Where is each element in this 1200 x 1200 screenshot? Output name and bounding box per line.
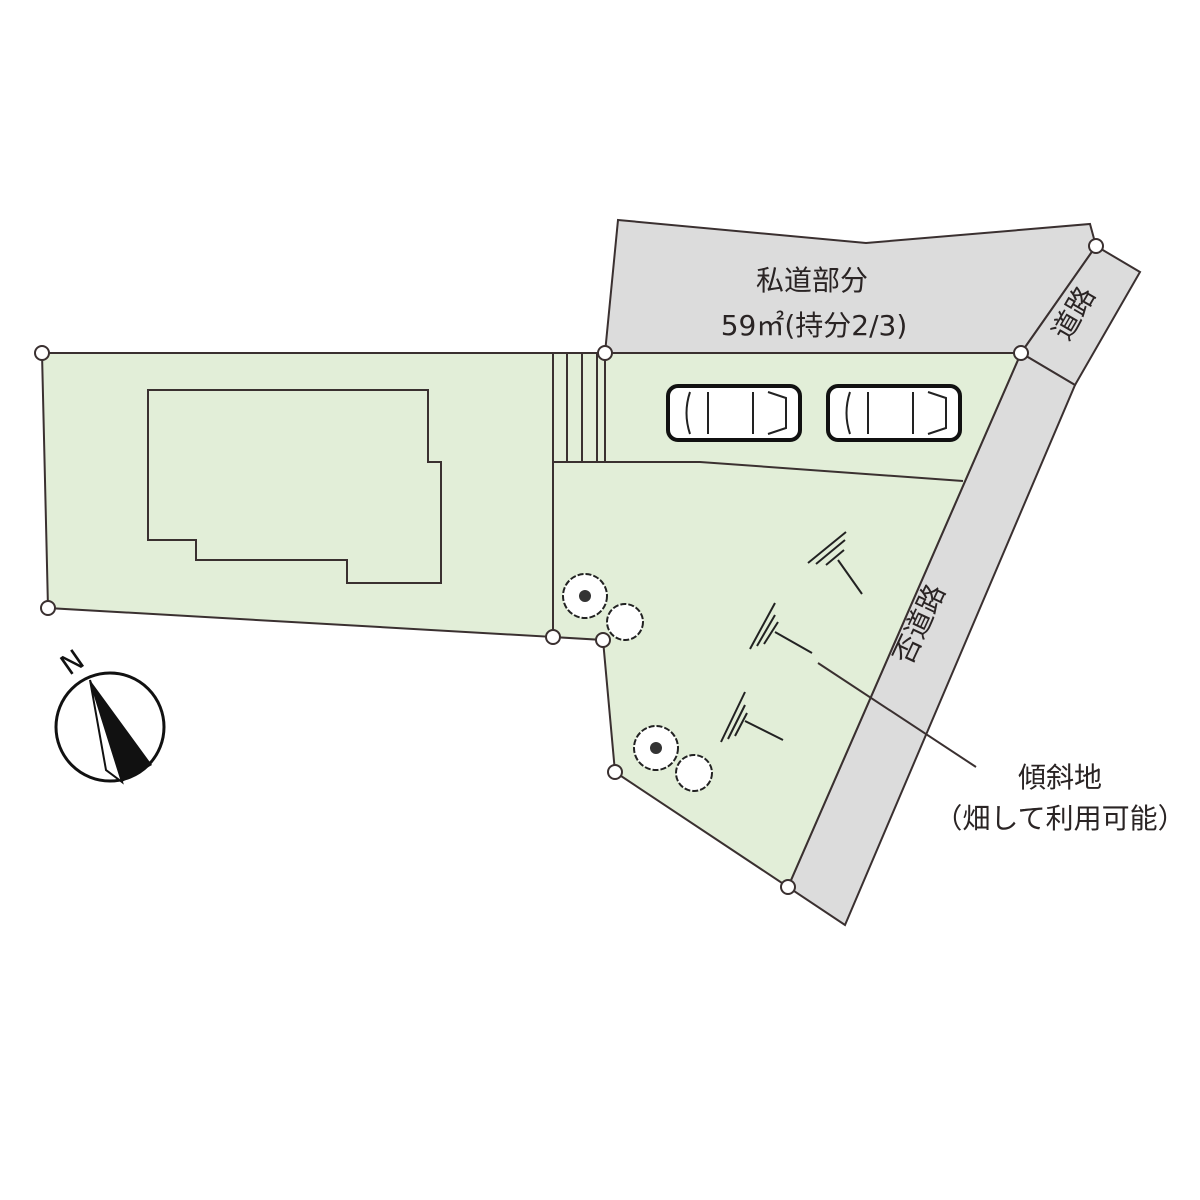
north-label: N [54, 643, 90, 682]
left-lot [40, 352, 554, 639]
slope-title: 傾斜地 [1018, 761, 1102, 794]
car-icon [826, 384, 962, 442]
boundary-markers [34, 238, 1104, 895]
slope-note: （畑して利用可能） [934, 802, 1185, 835]
slope-symbol [720, 531, 863, 743]
private-road-title: 私道部分 [756, 264, 868, 297]
building-outline [147, 389, 442, 584]
north-compass-icon: N [54, 643, 166, 785]
tree-icon [562, 573, 713, 792]
steps [566, 353, 606, 462]
parking-divider [553, 461, 964, 482]
car-icon [666, 384, 802, 442]
leader-line [817, 662, 977, 768]
private-road-area: 59㎡(持分2/3) [721, 309, 908, 342]
